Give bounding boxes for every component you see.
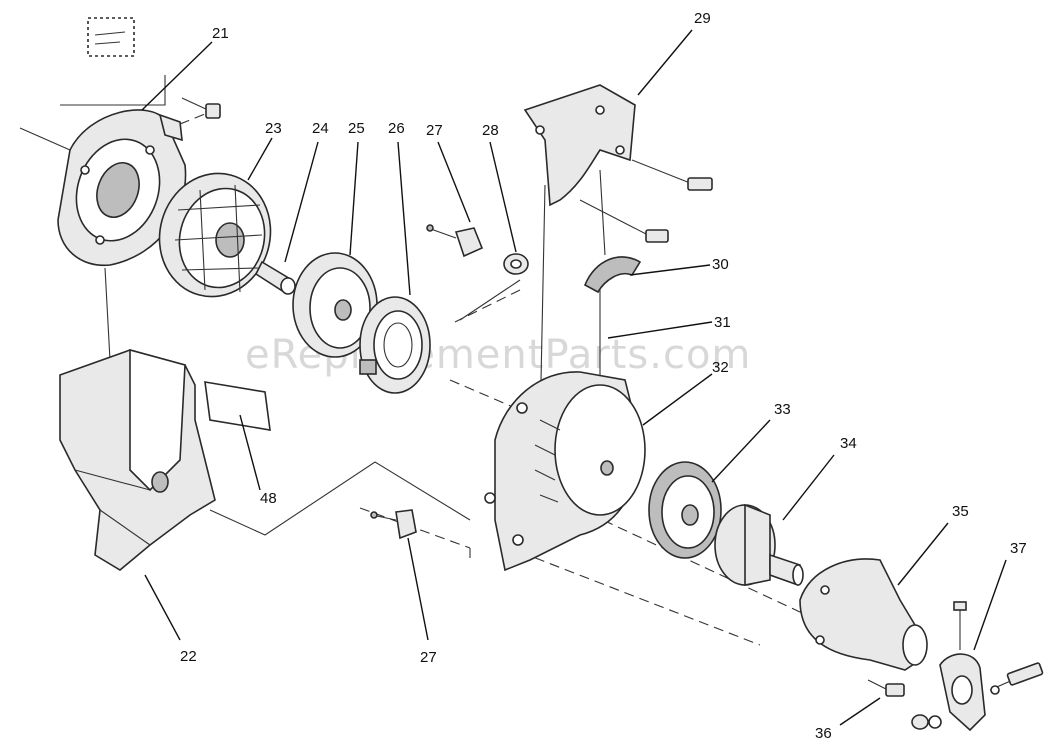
- callout-31: 31: [714, 314, 731, 331]
- callout-28: 28: [482, 122, 499, 139]
- part-25-pulley: [292, 252, 378, 358]
- callout-27-upper: 27: [426, 122, 443, 139]
- callout-32: 32: [712, 359, 729, 376]
- part-27-clip-upper: [426, 224, 484, 258]
- callout-24: 24: [312, 120, 329, 137]
- part-26-recoil-spring: [359, 296, 431, 394]
- part-23-flywheel: [158, 172, 272, 298]
- callout-37: 37: [1010, 540, 1027, 557]
- part-30-handle: [583, 256, 642, 294]
- part-22-guard: [59, 348, 216, 571]
- screw-29-upper: [631, 159, 713, 191]
- part-29-bracket: [523, 84, 636, 207]
- part-34-clutch-drum: [714, 503, 804, 587]
- callout-labels: 21 23 24 25 26 27 28 29 30 31 32 33 34 3…: [180, 10, 1027, 742]
- part-28-nut: [503, 253, 529, 275]
- callout-27-lower: 27: [420, 649, 437, 666]
- callout-35: 35: [952, 503, 969, 520]
- screw-21: [181, 97, 221, 119]
- callout-23: 23: [265, 120, 282, 137]
- screw-29-lower: [579, 199, 669, 243]
- callout-48: 48: [260, 490, 277, 507]
- part-27-clip-lower: [370, 509, 417, 540]
- part-36-bolt: [867, 679, 905, 697]
- part-35-gear-housing: [799, 558, 928, 671]
- callout-29: 29: [694, 10, 711, 27]
- callout-21: 21: [212, 25, 229, 42]
- callout-30: 30: [712, 256, 729, 273]
- top-left-label-block: [87, 17, 135, 57]
- callout-33: 33: [774, 401, 791, 418]
- callout-36: 36: [815, 725, 832, 742]
- callout-22: 22: [180, 648, 197, 665]
- part-32-starter-housing: [484, 371, 646, 572]
- part-37-clamp: [911, 601, 1044, 732]
- leader-lines: [141, 29, 1007, 726]
- callout-26: 26: [388, 120, 405, 137]
- part-48-decal: [204, 381, 271, 431]
- callout-25: 25: [348, 120, 365, 137]
- part-21-housing: [57, 109, 187, 267]
- callout-34: 34: [840, 435, 857, 452]
- part-33-clutch: [648, 461, 722, 559]
- part-24-sleeve: [254, 260, 296, 295]
